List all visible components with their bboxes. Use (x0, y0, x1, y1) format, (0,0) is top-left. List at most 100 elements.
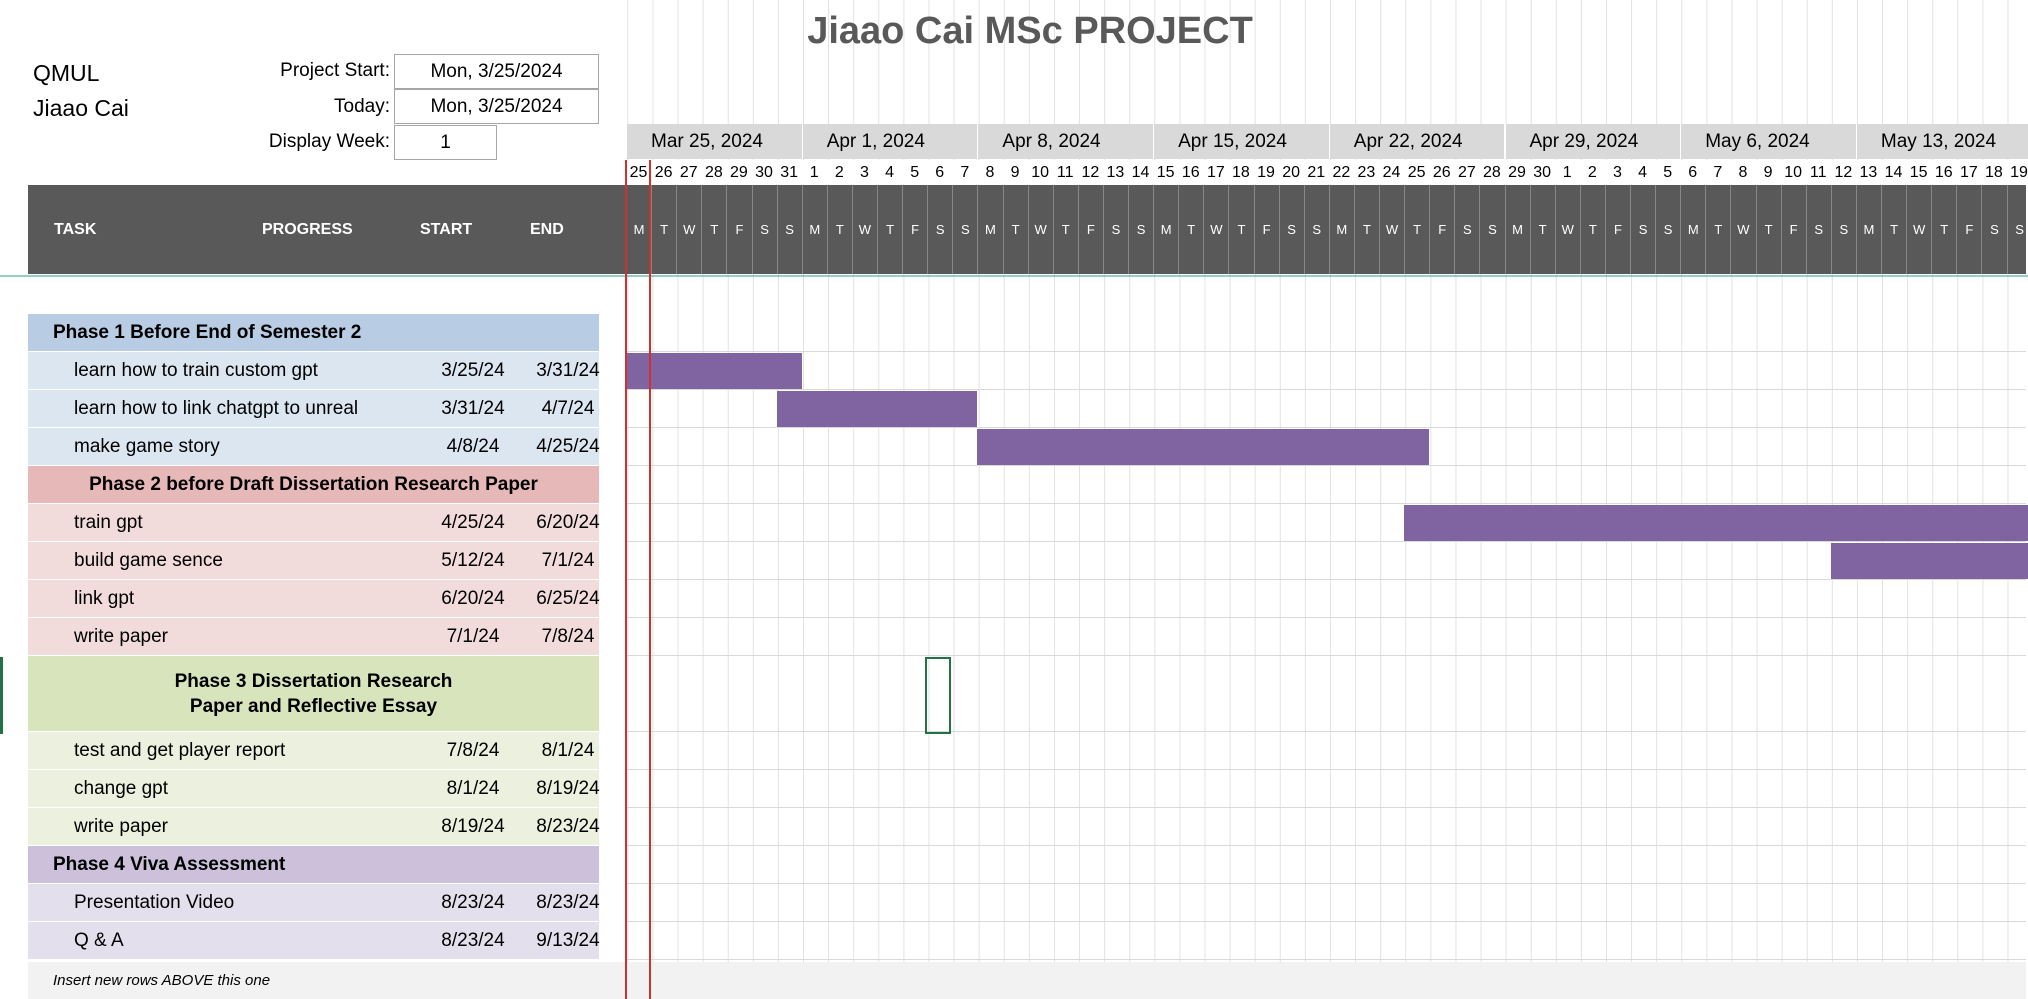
phase-row[interactable]: Phase 1 Before End of Semester 2 (28, 314, 599, 352)
day-number: 5 (902, 160, 928, 185)
day-letter: T (1931, 185, 1956, 274)
day-letter: T (1404, 185, 1429, 274)
task-end-date: 9/13/24 (536, 930, 600, 951)
end-column-header: END (530, 221, 564, 238)
task-start-date: 3/25/24 (441, 360, 505, 381)
timeline-row (626, 884, 2026, 922)
task-label: link gpt (74, 588, 135, 609)
org-name: QMUL (33, 60, 100, 86)
day-number: 6 (1680, 160, 1706, 185)
day-number: 25 (1404, 160, 1430, 185)
week-header: May 6, 2024 (1680, 124, 1856, 159)
day-letter: T (701, 185, 726, 274)
task-label: train gpt (74, 512, 143, 533)
day-number: 26 (651, 160, 677, 185)
task-row[interactable]: 6/20/24 6/25/24 link gpt (28, 580, 600, 618)
day-letter: T (1228, 185, 1253, 274)
task-start-date: 6/20/24 (441, 588, 505, 609)
task-end-date: 7/1/24 (541, 550, 595, 571)
gantt-bar[interactable] (1404, 505, 2028, 541)
today-label: Today: (334, 96, 390, 117)
day-letter: T (1705, 185, 1730, 274)
day-number: 9 (1002, 160, 1028, 185)
task-label: change gpt (74, 778, 169, 799)
today-field[interactable]: Mon, 3/25/2024 (394, 89, 599, 124)
today-line-left (625, 160, 627, 999)
day-number: 4 (877, 160, 903, 185)
phase-row[interactable]: Phase 3 Dissertation Research Paper and … (28, 656, 599, 732)
project-start-label: Project Start: (280, 60, 390, 81)
selected-cell[interactable] (925, 657, 951, 734)
day-number: 22 (1328, 160, 1354, 185)
phase-label: Phase 1 Before End of Semester 2 (53, 322, 362, 343)
gantt-bar[interactable] (977, 429, 1430, 465)
week-header: Apr 8, 2024 (977, 124, 1154, 159)
column-header-bar (28, 185, 2026, 274)
day-number: 17 (1956, 160, 1982, 185)
display-week-field[interactable]: 1 (394, 125, 497, 160)
phase-row[interactable]: Phase 4 Viva Assessment (28, 846, 599, 884)
task-label: build game sence (74, 550, 223, 571)
day-letter: F (1780, 185, 1806, 274)
day-number: 29 (1504, 160, 1530, 185)
timeline-row (626, 352, 2026, 390)
task-label: write paper (74, 816, 168, 837)
day-letter: S (927, 185, 952, 274)
gantt-bar[interactable] (776, 391, 978, 427)
day-letter: S (1128, 185, 1153, 274)
day-letter: F (902, 185, 927, 274)
day-number: 1 (801, 160, 827, 185)
timeline-row (626, 504, 2026, 542)
day-letter: S (1805, 185, 1831, 274)
day-letter: S (1830, 185, 1856, 274)
week-header: May 13, 2024 (1855, 124, 2028, 159)
day-number: 30 (1529, 160, 1555, 185)
task-start-date: 4/25/24 (441, 512, 505, 533)
day-letter: W (1730, 185, 1755, 274)
day-number: 16 (1178, 160, 1204, 185)
day-letter: S (1454, 185, 1479, 274)
gantt-bar[interactable] (626, 353, 802, 389)
gantt-bar[interactable] (1830, 543, 2028, 579)
day-number: 14 (1128, 160, 1154, 185)
day-letter: T (1755, 185, 1781, 274)
task-label: learn how to train custom gpt (74, 360, 318, 381)
day-number: 21 (1303, 160, 1329, 185)
task-start-date: 4/8/24 (446, 436, 500, 457)
day-number: 13 (1855, 160, 1881, 185)
task-start-date: 7/1/24 (446, 626, 500, 647)
day-letter: S (1278, 185, 1304, 274)
task-start-date: 8/19/24 (441, 816, 505, 837)
timeline-row (626, 732, 2026, 770)
day-number: 24 (1379, 160, 1405, 185)
day-letter: S (1630, 185, 1655, 274)
day-letter: M (626, 185, 651, 274)
task-end-date: 6/25/24 (536, 588, 600, 609)
day-letter: S (1981, 185, 2006, 274)
day-number: 6 (927, 160, 953, 185)
timeline-row (626, 808, 2026, 846)
day-number: 17 (1203, 160, 1229, 185)
task-label: make game story (74, 436, 220, 457)
day-number: 11 (1052, 160, 1078, 185)
project-start-field[interactable]: Mon, 3/25/2024 (394, 54, 599, 89)
footer-row (28, 962, 2026, 999)
task-label: learn how to link chatgpt to unreal (74, 398, 359, 419)
day-letter: F (726, 185, 751, 274)
phase-row[interactable]: Phase 2 before Draft Dissertation Resear… (28, 466, 599, 504)
progress-column-header: PROGRESS (262, 221, 353, 238)
timeline-row (626, 618, 2026, 656)
day-letter: W (1203, 185, 1228, 274)
day-number: 10 (1027, 160, 1053, 185)
